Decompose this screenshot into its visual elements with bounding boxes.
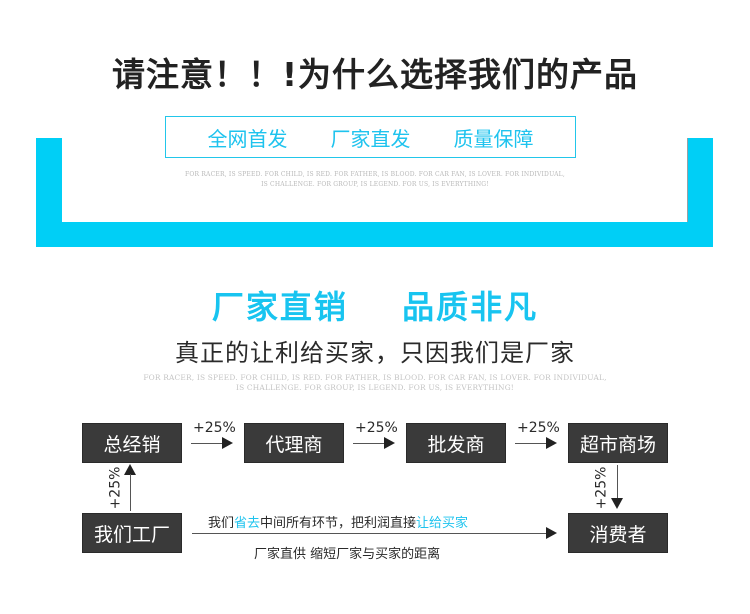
slogan-sub: 真正的让利给买家，只因我们是厂家 — [175, 339, 575, 367]
motto-line-2: IS CHALLENGE. FOR GROUP, IS LEGEND. FOR … — [236, 383, 514, 392]
arrow-right-icon — [515, 437, 557, 449]
motto-line-2: IS CHALLENGE. FOR GROUP, IS LEGEND. FOR … — [261, 181, 489, 188]
note-highlight: 省去 — [234, 516, 261, 531]
markup-label-3: +25% — [517, 420, 560, 436]
feature-box: 全网首发 厂家直发 质量保障 — [165, 116, 576, 158]
node-consumer: 消费者 — [568, 513, 668, 553]
note-text: 我们 — [208, 516, 235, 531]
node-distributor: 总经销 — [82, 423, 182, 463]
note-bottom: 厂家直供 缩短厂家与买家的距离 — [254, 547, 441, 562]
markup-label-vertical-left: +25% — [107, 466, 124, 510]
frame-bottom-bar — [36, 222, 713, 247]
motto-bottom: FOR RACER, IS SPEED. FOR CHILD, IS RED. … — [0, 373, 750, 393]
arrow-down-line — [617, 465, 618, 499]
feature-factory-direct: 厂家直发 — [330, 126, 411, 151]
arrow-right-icon — [191, 437, 233, 449]
arrow-right-icon — [353, 437, 395, 449]
arrow-down-icon — [611, 498, 623, 509]
arrow-up-icon — [124, 464, 136, 475]
note-top: 我们省去中间所有环节，把利润直接让给买家 — [208, 512, 468, 531]
page-title: 请注意！！!为什么选择我们的产品 — [111, 55, 639, 94]
node-agent: 代理商 — [244, 423, 344, 463]
note-text: 中间所有环节，把利润直接 — [260, 516, 417, 531]
arrow-right-long-icon — [192, 527, 557, 539]
node-supermarket: 超市商场 — [568, 423, 668, 463]
note-highlight: 让给买家 — [416, 516, 469, 531]
motto-line-1: FOR RACER, IS SPEED. FOR CHILD, IS RED. … — [185, 171, 565, 178]
node-factory: 我们工厂 — [82, 513, 182, 553]
feature-quality-guarantee: 质量保障 — [453, 126, 534, 151]
markup-label-2: +25% — [355, 420, 398, 436]
markup-label-1: +25% — [193, 420, 236, 436]
motto-line-1: FOR RACER, IS SPEED. FOR CHILD, IS RED. … — [143, 373, 607, 382]
motto-top: FOR RACER, IS SPEED. FOR CHILD, IS RED. … — [0, 170, 750, 190]
slogan-main: 厂家直销 品质非凡 — [211, 288, 539, 326]
markup-label-vertical-right: +25% — [593, 466, 610, 510]
feature-first-release: 全网首发 — [207, 126, 288, 151]
arrow-up-line — [130, 474, 131, 511]
node-wholesaler: 批发商 — [406, 423, 506, 463]
